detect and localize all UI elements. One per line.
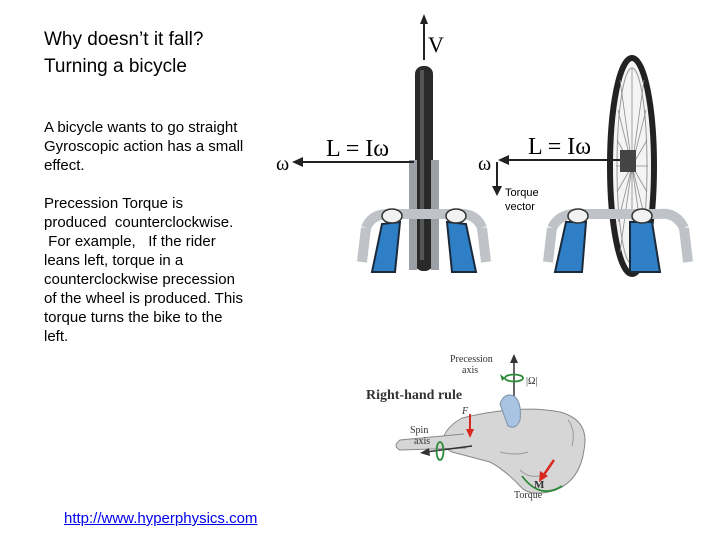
velocity-label: V — [428, 32, 444, 57]
body-line: Gyroscopic action has a small — [44, 138, 244, 155]
left-omega-label: ω — [276, 153, 289, 175]
body-line: of the wheel is produced. This — [44, 290, 244, 307]
force-label: F — [461, 406, 469, 417]
omega-magnitude-label: |Ω| — [526, 376, 537, 387]
torque-m-label: M — [534, 479, 545, 491]
spin-axis — [420, 441, 473, 461]
right-omega-label: ω — [478, 153, 491, 175]
left-bicycle — [292, 66, 491, 273]
torque-label: Torque — [514, 490, 543, 501]
title-line-1: Why doesn’t it fall? — [44, 29, 204, 50]
spin-label-2: axis — [414, 436, 430, 447]
body-line: left. — [44, 328, 69, 345]
torque-vector-label-1: Torque — [505, 187, 539, 199]
right-angular-momentum-label: L = Iω — [528, 134, 591, 160]
body-line: counterclockwise precession — [44, 271, 235, 288]
spin-label-1: Spin — [410, 425, 428, 436]
hand-illustration — [395, 394, 586, 494]
left-angular-momentum-label: L = Iω — [326, 136, 389, 162]
precession-label-2: axis — [462, 365, 478, 376]
torque-vector-label-2: vector — [505, 201, 535, 213]
body-line: For example, If the rider — [44, 233, 216, 250]
force-arrow — [466, 414, 474, 438]
precession-label-1: Precession — [450, 354, 493, 365]
body-line: torque turns the bike to the — [44, 309, 223, 326]
body-line: Precession Torque is — [44, 195, 183, 212]
title-line-2: Turning a bicycle — [44, 56, 187, 77]
torque-arrow — [521, 459, 563, 493]
hyperphysics-link[interactable]: http://www.hyperphysics.com — [64, 510, 258, 527]
body-line: effect. — [44, 157, 85, 174]
slide-title: Why doesn’t it fall? Turning a bicycle — [44, 26, 203, 80]
body-text: A bicycle wants to go straight Gyroscopi… — [44, 118, 274, 346]
right-hand-rule-label: Right-hand rule — [366, 388, 462, 403]
body-line: leans left, torque in a — [44, 252, 184, 269]
body-line: A bicycle wants to go straight — [44, 119, 238, 136]
body-line: produced counterclockwise. — [44, 214, 234, 231]
right-bicycle — [492, 55, 693, 277]
velocity-arrow — [420, 14, 428, 60]
